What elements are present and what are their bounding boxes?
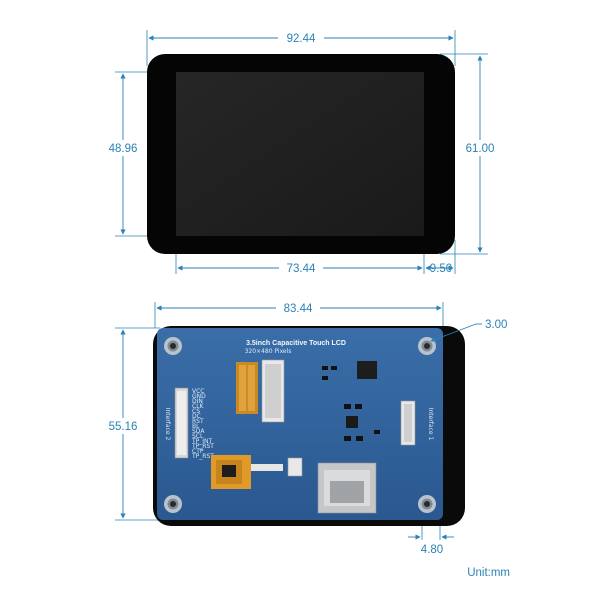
ic-chip xyxy=(346,416,358,428)
pin-label: TP_RST xyxy=(191,453,214,460)
pin-label: RST xyxy=(192,418,204,425)
pin-label: CTP xyxy=(192,448,204,455)
pcb-title: 3.5inch Capacitive Touch LCD xyxy=(246,340,346,347)
small-connector xyxy=(251,464,283,471)
display-area xyxy=(176,72,424,236)
smd-component xyxy=(356,436,363,441)
dim-board-width: 83.44 xyxy=(284,303,313,315)
pin-label: SDA xyxy=(192,428,205,435)
mount-hole xyxy=(164,495,182,513)
smd-component xyxy=(344,404,351,409)
interface-1-label: Interface 1 xyxy=(427,408,434,441)
pin-label: SCL xyxy=(192,433,204,440)
dim-overall-width: 92.44 xyxy=(287,33,316,45)
dim-active-width: 73.44 xyxy=(287,263,316,275)
pin-label: TP_RST xyxy=(191,443,214,450)
sd-card-slot xyxy=(317,462,377,514)
smd-component xyxy=(374,430,380,434)
dim-right-margin: 9.50 xyxy=(430,263,452,275)
pin-label: DIN xyxy=(192,398,203,405)
pin-label: CS xyxy=(192,408,200,415)
pcb-subtitle: 320×480 Pixels xyxy=(245,348,292,355)
mount-hole xyxy=(164,337,182,355)
pin-label: TP_INT xyxy=(191,438,213,445)
pin-labels: VCC GND DIN CLK CS DC RST BL SDA SCL TP_… xyxy=(191,388,214,460)
dim-overall-height: 61.00 xyxy=(466,143,495,155)
small-connector xyxy=(287,457,303,477)
ic-chip xyxy=(357,361,377,379)
front-view: 92.44 48.96 61.00 73.44 9.50 xyxy=(104,30,499,275)
interface-2-label: Interface 2 xyxy=(164,408,171,441)
pin-label: DC xyxy=(192,413,201,420)
fpc-connector xyxy=(261,359,285,423)
touch-flex-pad xyxy=(211,455,251,489)
interface-2-connector xyxy=(174,387,189,459)
pin-label: VCC xyxy=(192,388,204,395)
pin-label: CLK xyxy=(192,403,205,410)
dim-hole-offset: 4.80 xyxy=(421,544,443,556)
dim-leader-hole-diameter xyxy=(430,323,477,342)
back-view: 3.5inch Capacitive Touch LCD 320×480 Pix… xyxy=(105,301,507,556)
dim-board-height: 55.16 xyxy=(109,421,138,433)
smd-component xyxy=(322,366,328,370)
dim-hole-diameter: 3.00 xyxy=(485,319,507,331)
flex-cable xyxy=(236,362,258,414)
mount-hole xyxy=(418,495,436,513)
dim-active-height: 48.96 xyxy=(109,143,138,155)
smd-component xyxy=(344,436,351,441)
unit-label: Unit:mm xyxy=(467,567,510,579)
smd-component xyxy=(355,404,362,409)
smd-component xyxy=(331,366,337,370)
pin-label: BL xyxy=(192,423,200,430)
interface-1-connector xyxy=(400,400,416,446)
mounting-holes xyxy=(164,337,436,513)
smd-component xyxy=(322,376,328,380)
pin-label: GND xyxy=(192,393,206,400)
